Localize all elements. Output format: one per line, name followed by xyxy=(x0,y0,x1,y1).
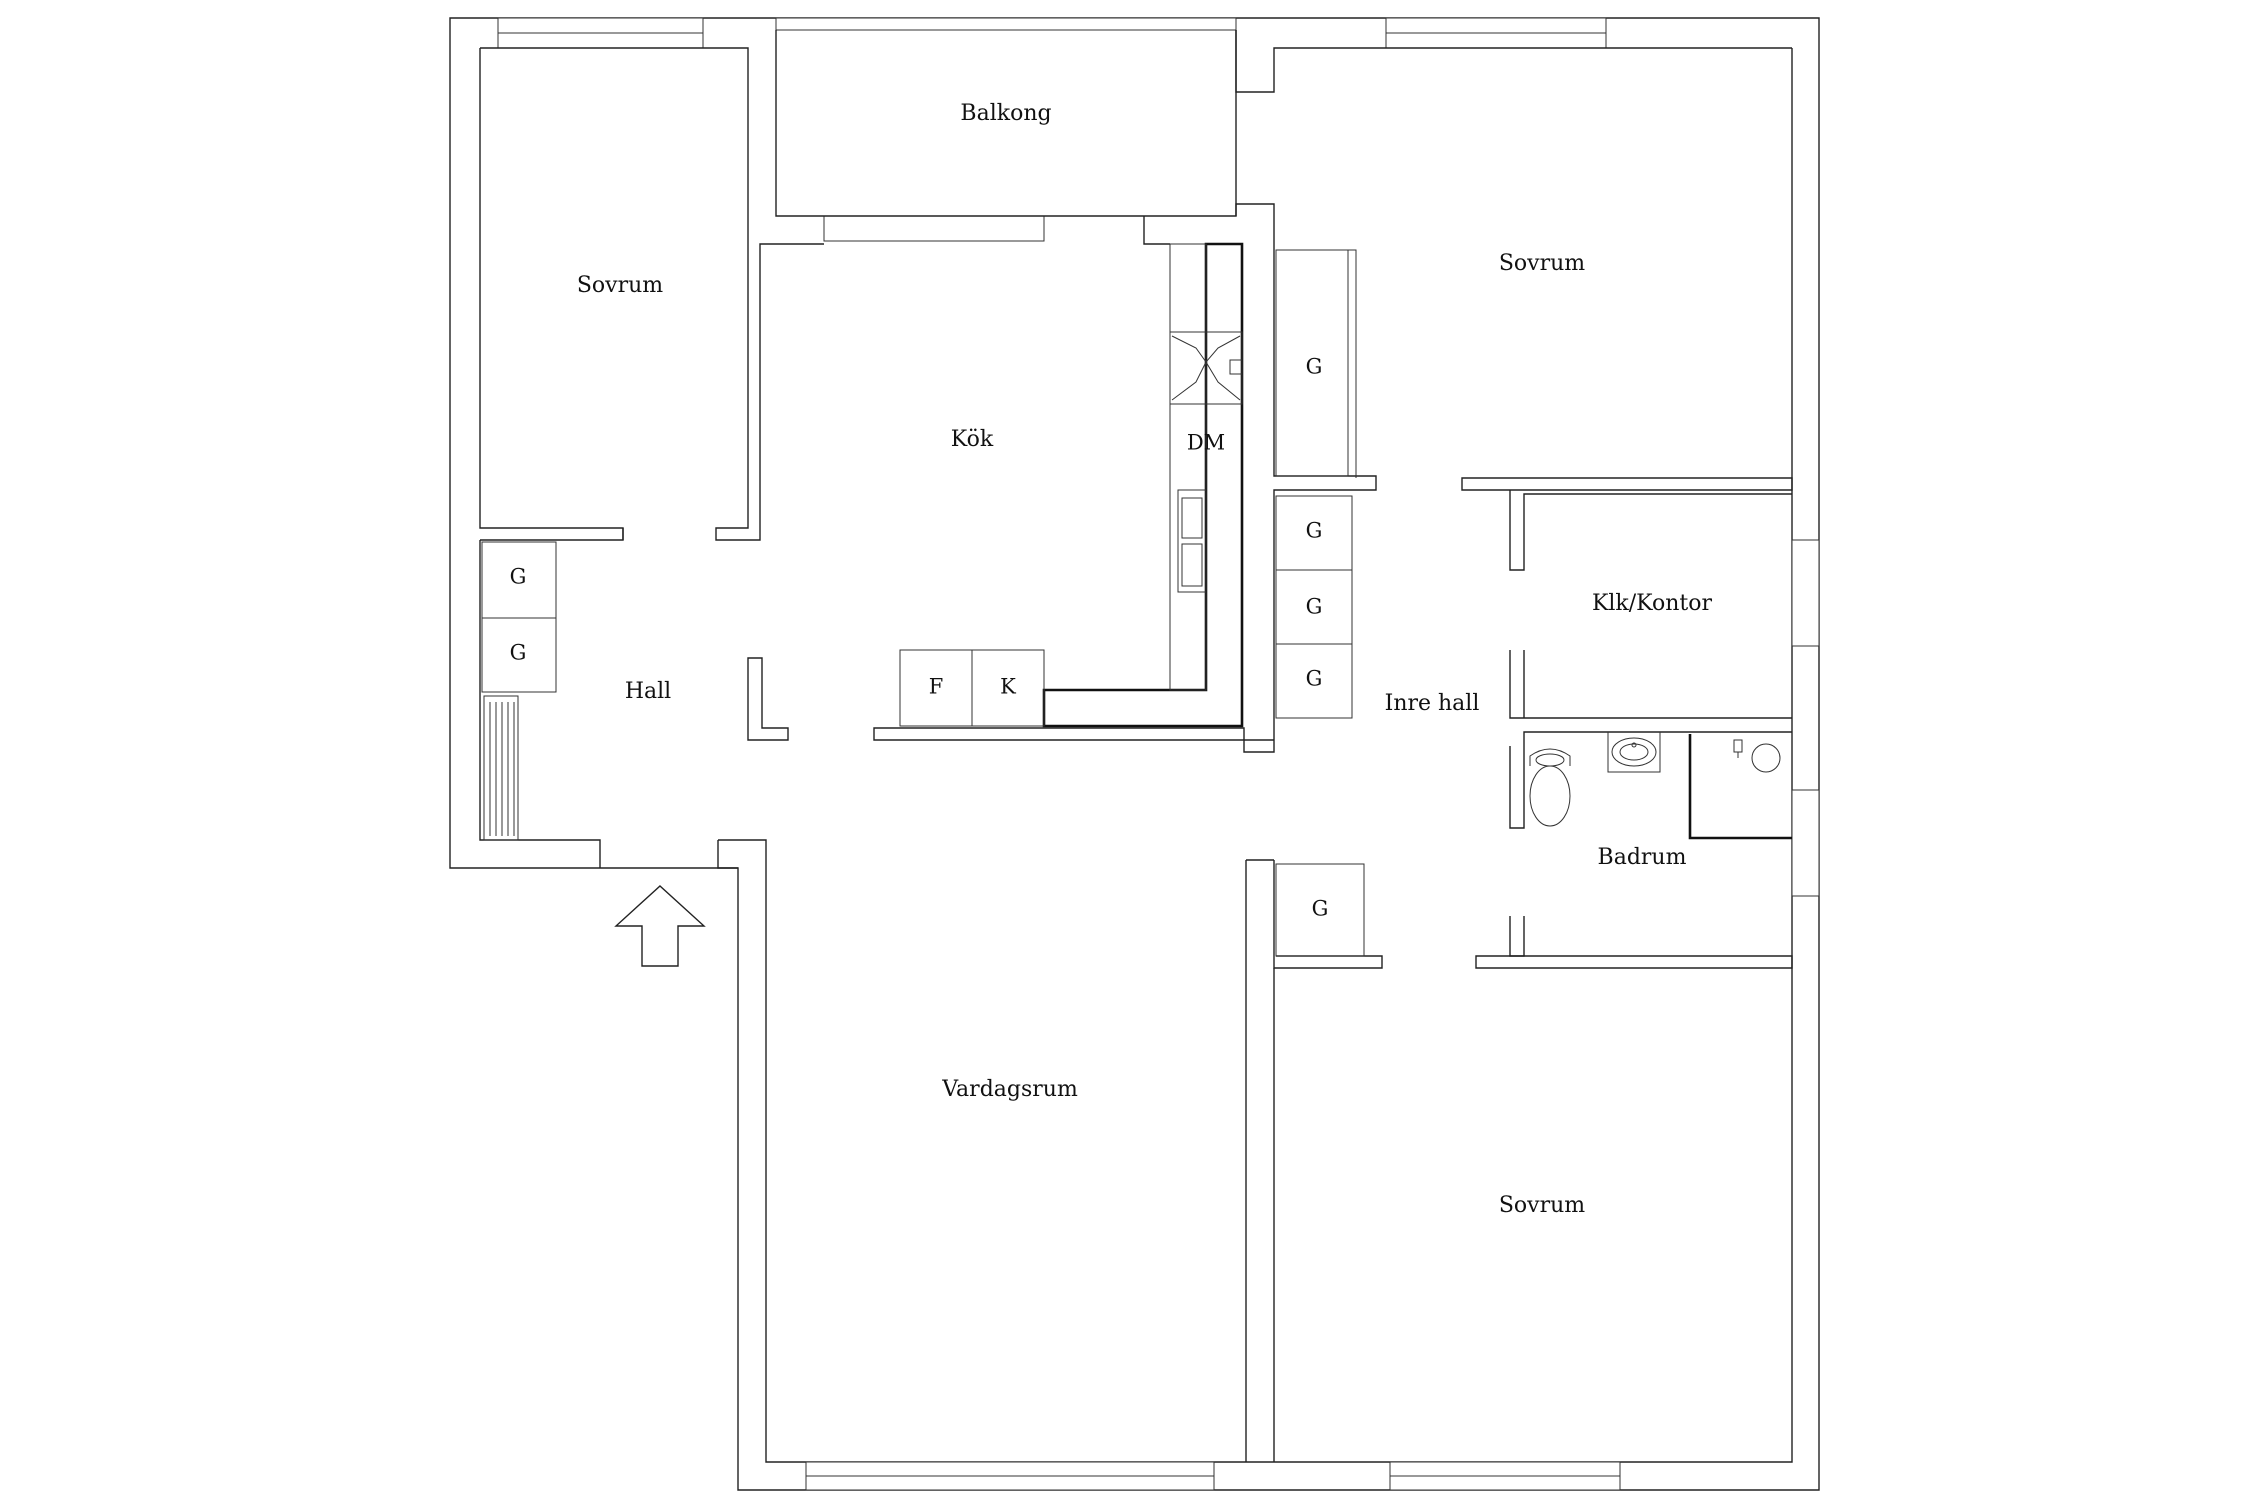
fixture-labels: DM F K G G G G G G G xyxy=(510,355,1329,921)
wardrobes xyxy=(481,249,1365,957)
kitchen-counter xyxy=(899,242,1244,728)
entrance-arrow-icon xyxy=(614,885,706,967)
room-label-sovrum-nw: Sovrum xyxy=(577,273,663,298)
freezer xyxy=(971,649,1045,727)
wardrobe-label: G xyxy=(1306,595,1323,619)
room-label-badrum: Badrum xyxy=(1598,845,1687,870)
wardrobe-label: G xyxy=(510,565,527,589)
toilet-icon xyxy=(1529,748,1571,827)
stove-icon xyxy=(1169,331,1243,405)
room-label-kok: Kök xyxy=(951,427,994,452)
fridge-label: F xyxy=(929,675,944,699)
freezer-label: K xyxy=(1000,675,1016,699)
dishwasher-label: DM xyxy=(1187,431,1225,455)
room-label-klk-kontor: Klk/Kontor xyxy=(1592,591,1713,616)
room-label-sovrum-ne: Sovrum xyxy=(1499,251,1585,276)
sink-icon xyxy=(1607,732,1661,773)
wardrobe-label: G xyxy=(1312,897,1329,921)
interior-walls xyxy=(480,30,1793,1462)
room-label-balkong: Balkong xyxy=(960,101,1051,126)
room-labels: Balkong Sovrum Kök Hall Sovrum Klk/Konto… xyxy=(577,101,1713,1218)
radiator-icon xyxy=(483,695,519,841)
room-label-inre-hall: Inre hall xyxy=(1385,691,1480,716)
shower-icon xyxy=(1688,734,1792,840)
room-label-hall: Hall xyxy=(625,679,671,704)
wardrobe-label: G xyxy=(510,641,527,665)
room-label-vardagsrum: Vardagsrum xyxy=(941,1077,1078,1102)
room-label-sovrum-se: Sovrum xyxy=(1499,1193,1585,1218)
outer-walls xyxy=(449,17,1820,1491)
wardrobe-label: G xyxy=(1306,667,1323,691)
kitchen-sink-icon xyxy=(1177,489,1207,593)
wardrobe-label: G xyxy=(1306,355,1323,379)
wardrobe-label: G xyxy=(1306,519,1323,543)
